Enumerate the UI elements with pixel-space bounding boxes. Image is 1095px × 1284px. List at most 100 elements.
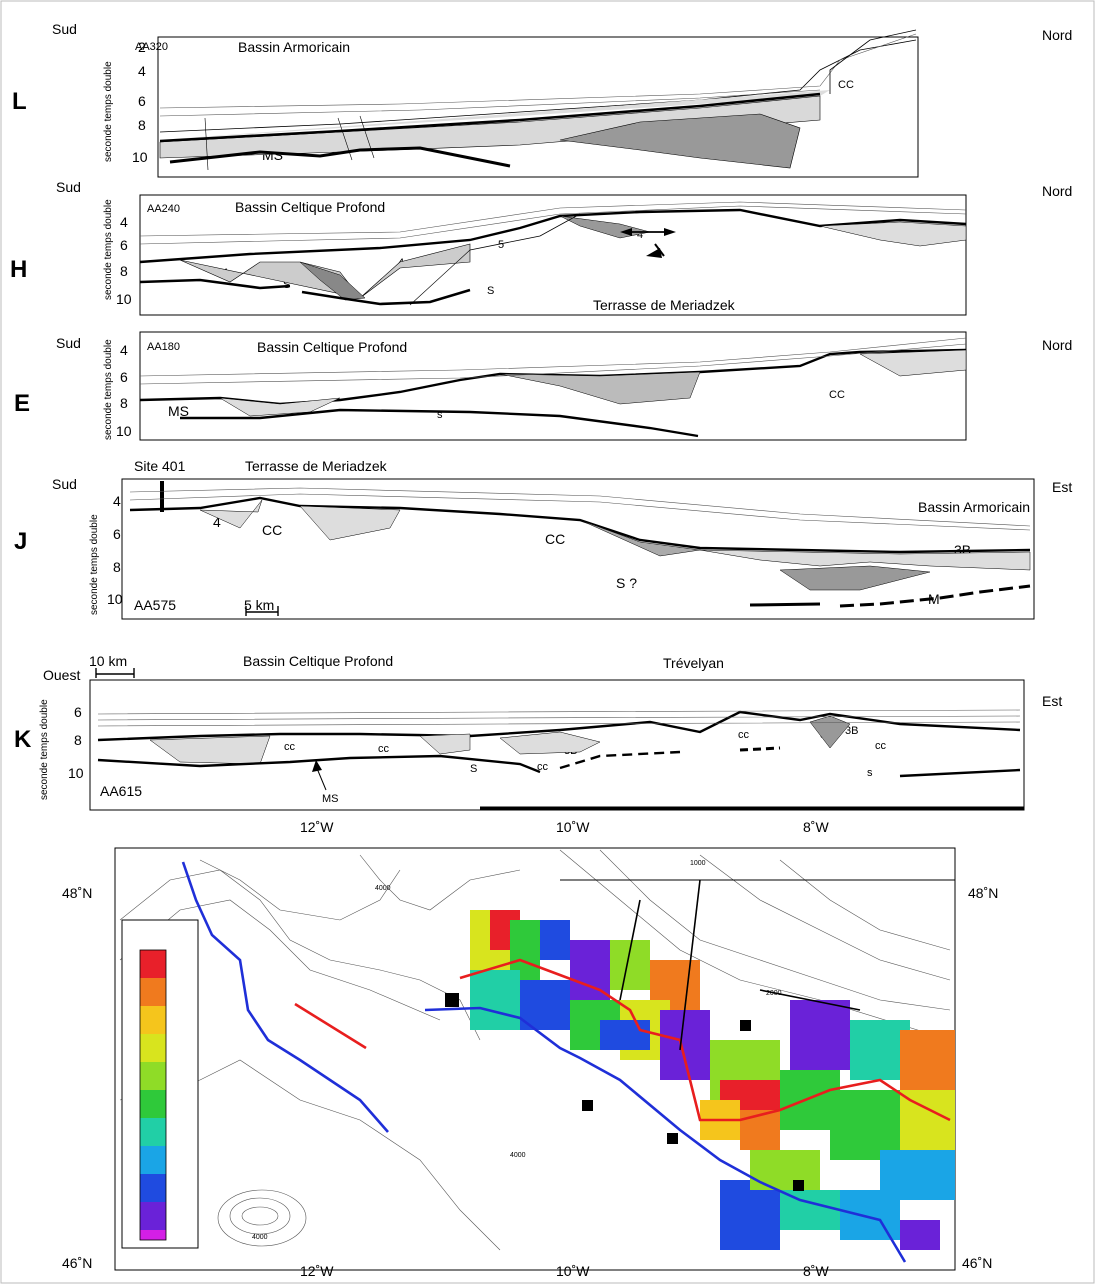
section-k-unit-label: 3: [521, 741, 528, 753]
map-right-lat-label: 46˚N: [962, 1255, 993, 1271]
section-h-unit-label: S: [487, 285, 495, 297]
section-h-left-direction: Sud: [56, 179, 81, 195]
section-h-axis-label: seconde temps double: [103, 199, 114, 300]
section-h-unit-label: S: [283, 279, 291, 291]
section-e-unit-label: s: [437, 409, 443, 421]
station-marker: [667, 1133, 678, 1144]
section-l-axis-label: seconde temps double: [103, 61, 114, 162]
section-k-unit-label: S: [470, 763, 478, 775]
section-l-unit-label: MS: [262, 147, 283, 163]
section-j-unit-label: S ?: [616, 575, 638, 591]
colorbar-value: -7.5: [172, 947, 193, 961]
map-bottom-lon-label: 8˚W: [803, 1263, 829, 1279]
section-j-line-code: AA575: [134, 597, 177, 613]
section-k-right-direction: Est: [1042, 693, 1063, 709]
section-e-left-direction: Sud: [56, 335, 81, 351]
section-l-letter: L: [12, 88, 27, 115]
colorbar-value: -9.0: [172, 1004, 193, 1018]
colorbar-frame: [121, 919, 199, 1249]
section-l-unit-label: 3B: [428, 127, 442, 139]
section-h-tick: 10: [116, 291, 132, 307]
section-j-tick: 8: [113, 559, 121, 575]
section-l-right-direction: Nord: [1042, 27, 1073, 43]
section-k-profile: [89, 668, 1025, 811]
section-j-scale-label: 5 km: [244, 597, 275, 613]
section-h-tick: 8: [120, 263, 128, 279]
map-top-lon-label: 10˚W: [556, 819, 590, 835]
section-h-basin: Bassin Celtique Profond: [235, 199, 386, 215]
section-h-unit-label: 5: [498, 239, 505, 251]
contour-label: 4000: [510, 1152, 526, 1159]
section-j-unit-label: 4: [342, 514, 350, 530]
section-k-unit-label: MS: [322, 793, 339, 805]
section-k-left-direction: Ouest: [43, 667, 81, 683]
station-marker: [793, 1180, 804, 1191]
section-l-tick: 8: [138, 117, 146, 133]
section-k-basin-left: Bassin Celtique Profond: [243, 653, 394, 669]
colorbar-scale: [139, 949, 167, 1241]
section-k-unit-label: cc: [738, 729, 749, 741]
section-e-tick: 6: [120, 369, 128, 385]
section-e-tick: 4: [120, 342, 128, 358]
section-j-unit-label: CC: [262, 522, 283, 538]
section-k-scale-label: 10 km: [89, 653, 128, 669]
section-l-unit-label: 4: [775, 113, 782, 125]
section-e-letter: E: [14, 390, 31, 417]
section-e-tick: 8: [120, 395, 128, 411]
map-left-lat-label: 46˚N: [62, 1255, 93, 1271]
section-k-unit-label: 3B: [437, 740, 451, 752]
contour-label: 1000: [690, 860, 706, 867]
section-l-tick: 4: [138, 63, 146, 79]
section-l-basin: Bassin Armoricain: [238, 39, 351, 55]
section-k-unit-label: 5: [820, 729, 827, 741]
section-k-tick: 8: [74, 732, 82, 748]
section-e-right-direction: Nord: [1042, 337, 1073, 353]
section-k-unit-label: cc: [284, 741, 295, 753]
section-e-line-code: AA180: [147, 341, 181, 353]
colorbar-value: -11.3: [168, 1230, 195, 1244]
section-e-unit-label: 3B: [262, 403, 276, 415]
map-bottom-lon-label: 10˚W: [556, 1263, 590, 1279]
colorbar-value: -9.1: [172, 1032, 193, 1046]
map-top-lon-label: 8˚W: [803, 819, 829, 835]
map-right-lat-label: 48˚N: [968, 885, 999, 901]
section-l-tick: 2: [138, 39, 146, 55]
map-bottom-lon-label: 12˚W: [300, 1263, 334, 1279]
section-j-tick: 10: [107, 591, 123, 607]
section-h-letter: H: [10, 256, 28, 283]
section-k-line-code: AA615: [100, 783, 143, 799]
colorbar-value: -9.9: [172, 1172, 193, 1186]
contour-label: 4000: [252, 1234, 268, 1241]
section-k-basin-right: Trévelyan: [663, 655, 724, 671]
colorbar-value: -10.1: [168, 1200, 196, 1214]
section-h-line-code: AA240: [147, 203, 181, 215]
section-k-tick: 10: [68, 765, 84, 781]
section-e-unit-label: 5: [620, 389, 627, 401]
section-k-unit-label: 3B: [183, 740, 197, 752]
section-j-tick: 6: [113, 526, 121, 542]
colorbar-value: -9.4: [172, 1088, 193, 1102]
section-k-unit-label: s: [867, 767, 873, 779]
section-j-left-direction: Sud: [52, 476, 77, 492]
section-l-unit-label: 5: [655, 131, 662, 143]
blue-line: [424, 1006, 907, 1263]
section-e-tick: 10: [116, 423, 132, 439]
section-j-unit-label: M: [928, 591, 940, 607]
section-k-unit-label: cc: [875, 740, 886, 752]
red-line: [294, 1002, 367, 1050]
colorbar-title: std: [139, 924, 152, 934]
contour-label: 4000: [375, 885, 391, 892]
station-marker: [740, 1020, 751, 1031]
colorbar-value: -9.7: [172, 1144, 193, 1158]
section-h-caption: Terrasse de Meriadzek: [593, 297, 735, 313]
station-marker: [582, 1100, 593, 1111]
section-l-left-direction: Sud: [52, 21, 77, 37]
section-k-unit-label: cc: [378, 743, 389, 755]
red-line: [459, 958, 951, 1122]
section-e-unit-label: MS: [168, 403, 189, 419]
section-k-axis-label: seconde temps double: [39, 699, 50, 800]
section-k-unit-label: 3B: [564, 745, 578, 757]
